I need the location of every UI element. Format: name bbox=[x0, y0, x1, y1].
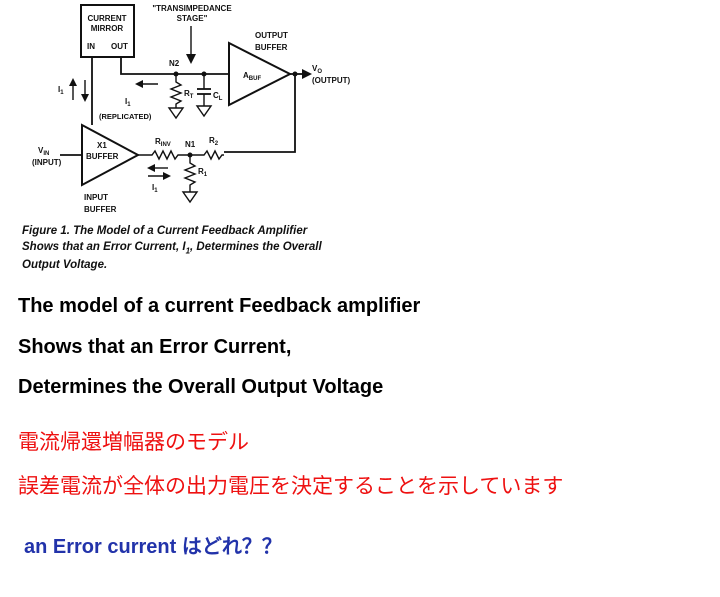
circuit-diagram: CURRENT MIRROR IN OUT "TRANSIMPEDANCE ST… bbox=[32, 4, 351, 214]
current-mirror-label-2: MIRROR bbox=[91, 24, 124, 33]
japanese-line-1: 電流帰還増幅器のモデル bbox=[18, 430, 249, 454]
r1-label: R1 bbox=[198, 167, 208, 178]
output-buffer-label-1: OUTPUT bbox=[255, 31, 288, 40]
input-buffer-label-2: BUFFER bbox=[84, 205, 117, 214]
caption-line-2-sub: 1 bbox=[185, 245, 191, 255]
caption-line-2: Shows that an Error Current, I bbox=[22, 240, 186, 253]
bottom-i1: I1 bbox=[152, 183, 158, 194]
input-buffer-label-1: INPUT bbox=[84, 193, 108, 202]
rinv-label: RINV bbox=[155, 137, 171, 148]
replicated-label: (REPLICATED) bbox=[99, 112, 152, 121]
japanese-line-2: 誤差電流が全体の出力電圧を決定することを示しています bbox=[18, 474, 564, 498]
transimpedance-label-2: STAGE" bbox=[177, 14, 208, 23]
caption-line-1: Figure 1. The Model of a Current Feedbac… bbox=[22, 225, 308, 237]
r2-label: R2 bbox=[209, 136, 219, 147]
node-n2: N2 bbox=[169, 59, 180, 68]
current-mirror-box bbox=[80, 4, 135, 58]
rt-label: RT bbox=[184, 89, 194, 100]
caption-line-3: Output Voltage. bbox=[22, 259, 108, 272]
english-line-2: Shows that an Error Current, bbox=[18, 336, 292, 358]
vin-input-label: (INPUT) bbox=[32, 158, 62, 167]
x1-label: X1 bbox=[97, 141, 107, 150]
output-buffer-label-2: BUFFER bbox=[255, 43, 288, 52]
caption-line-2-end: , Determines the Overall bbox=[190, 240, 322, 253]
question-text: an Error current はどれ？？ bbox=[24, 536, 282, 558]
current-mirror-in: IN bbox=[87, 42, 95, 51]
cl-label: CL bbox=[213, 91, 223, 102]
english-line-3: Determines the Overall Output Voltage bbox=[18, 376, 384, 398]
output-buffer-gain: ABUF bbox=[243, 71, 261, 82]
left-i1: I1 bbox=[58, 85, 64, 96]
node-n1: N1 bbox=[185, 140, 196, 149]
buffer-label: BUFFER bbox=[86, 152, 119, 161]
current-mirror-out: OUT bbox=[111, 42, 128, 51]
vo-label: VO bbox=[312, 64, 322, 75]
transimpedance-label-1: "TRANSIMPEDANCE bbox=[152, 4, 232, 13]
output-buffer-amp bbox=[228, 41, 293, 107]
vo-output-label: (OUTPUT) bbox=[312, 76, 351, 85]
figure-caption: Figure 1. The Model of a Current Feedbac… bbox=[22, 224, 382, 274]
current-mirror-label-1: CURRENT bbox=[87, 14, 126, 23]
english-line-1: The model of a current Feedback amplifie… bbox=[18, 295, 421, 317]
replicated-i1: I1 bbox=[125, 97, 131, 108]
vin-label: VIN bbox=[38, 146, 49, 157]
